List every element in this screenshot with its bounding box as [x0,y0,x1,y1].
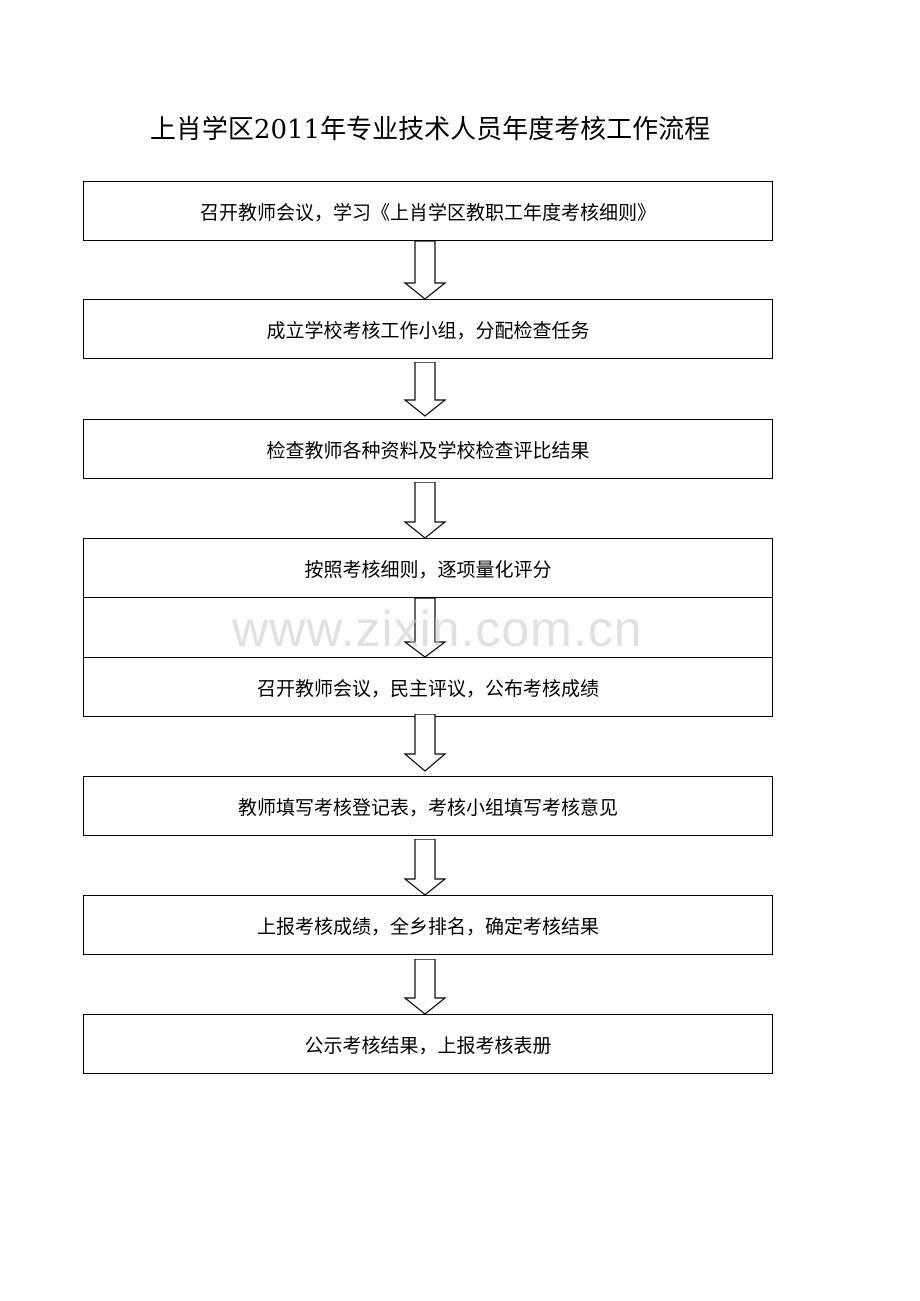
down-arrow-icon [403,482,447,539]
down-arrow-icon [403,839,447,896]
step-box-3: 检查教师各种资料及学校检查评比结果 [83,419,773,479]
step-box-8: 公示考核结果，上报考核表册 [83,1014,773,1074]
down-arrow-icon [403,959,447,1015]
down-arrow-icon [403,598,447,658]
step-box-7: 上报考核成绩，全乡排名，确定考核结果 [83,895,773,955]
step-box-5: 召开教师会议，民主评议，公布考核成绩 [83,657,773,717]
step-box-2: 成立学校考核工作小组，分配检查任务 [83,299,773,359]
page-title: 上肖学区2011年专业技术人员年度考核工作流程 [149,115,711,145]
down-arrow-icon [403,362,447,417]
down-arrow-icon [403,241,447,300]
down-arrow-icon [403,714,447,772]
step-box-1: 召开教师会议，学习《上肖学区教职工年度考核细则》 [83,181,773,241]
step-box-6: 教师填写考核登记表，考核小组填写考核意见 [83,776,773,836]
step-box-4: 按照考核细则，逐项量化评分 [83,538,773,598]
